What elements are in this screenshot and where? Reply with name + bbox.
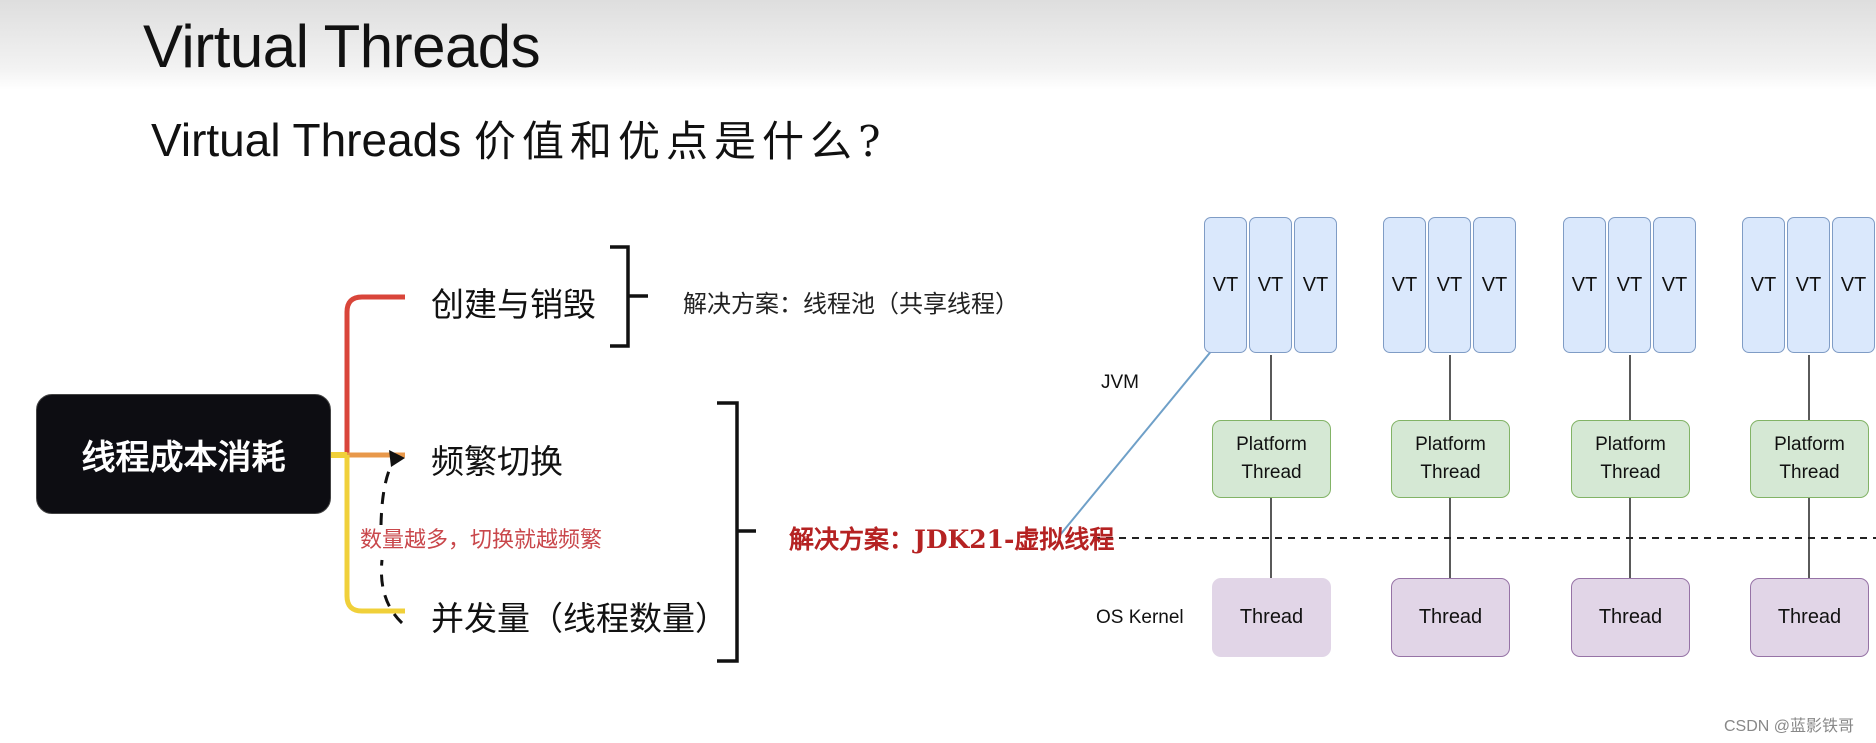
virtual-thread-label: VT [1436, 273, 1463, 296]
bracket-create [610, 245, 648, 348]
platform-thread-label-line2: Thread [1420, 462, 1481, 483]
branch-line-create [344, 294, 405, 455]
virtual-thread-label: VT [1212, 273, 1239, 296]
virtual-thread-cell: VT [1294, 217, 1337, 353]
os-thread-label: Thread [1418, 606, 1483, 628]
platform-thread-label-line1: Platform [1774, 434, 1845, 455]
virtual-thread-cell: VT [1608, 217, 1651, 353]
slide-title: Virtual Threads [143, 13, 541, 80]
os-thread-box: Thread [1391, 578, 1510, 657]
virtual-thread-label: VT [1571, 273, 1598, 296]
virtual-thread-label: VT [1795, 273, 1822, 296]
root-node: 线程成本消耗 [36, 394, 331, 514]
branch-line-concurrency [344, 455, 405, 614]
jvm-layer-label: JVM [1101, 372, 1139, 393]
virtual-thread-cell: VT [1249, 217, 1292, 353]
virtual-thread-label: VT [1750, 273, 1777, 296]
platform-thread-label-line1: Platform [1236, 434, 1307, 455]
dependency-note: 数量越多，切换就越频繁 [360, 527, 603, 552]
platform-thread-label-line2: Thread [1600, 462, 1661, 483]
solution-virtual-threads: 解决方案：JDK21-虚拟线程 [789, 525, 1115, 554]
root-node-label: 线程成本消耗 [81, 438, 286, 477]
os-thread-label: Thread [1239, 606, 1304, 628]
virtual-thread-cell: VT [1204, 217, 1247, 353]
virtual-thread-cell: VT [1473, 217, 1516, 353]
subtitle-en: Virtual Threads [151, 114, 462, 166]
os-thread-box: Thread [1212, 578, 1331, 657]
os-thread-label: Thread [1777, 606, 1842, 628]
dependency-arrow [379, 459, 404, 625]
virtual-thread-label: VT [1840, 273, 1867, 296]
virtual-thread-label: VT [1257, 273, 1284, 296]
virtual-thread-cell: VT [1742, 217, 1785, 353]
virtual-thread-label: VT [1302, 273, 1329, 296]
bracket-switch-concurrency [717, 401, 756, 663]
branch-label-create: 创建与销毁 [431, 286, 596, 323]
virtual-thread-cell: VT [1383, 217, 1426, 353]
platform-thread-label-line2: Thread [1241, 462, 1302, 483]
solution-arrow-line [1059, 337, 1223, 536]
platform-thread-label-line1: Platform [1415, 434, 1486, 455]
virtual-thread-label: VT [1616, 273, 1643, 296]
slide-subtitle: Virtual Threads 价值和优点是什么? [151, 108, 887, 169]
virtual-thread-label: VT [1661, 273, 1688, 296]
os-kernel-layer-label: OS Kernel [1096, 607, 1184, 628]
os-thread-label: Thread [1598, 606, 1663, 628]
virtual-thread-cell: VT [1563, 217, 1606, 353]
virtual-thread-label: VT [1481, 273, 1508, 296]
os-thread-box: Thread [1750, 578, 1869, 657]
platform-thread-label-line2: Thread [1779, 462, 1840, 483]
os-thread-box: Thread [1571, 578, 1690, 657]
virtual-thread-cell: VT [1428, 217, 1471, 353]
virtual-thread-cell: VT [1653, 217, 1696, 353]
subtitle-cn: 价值和优点是什么? [474, 117, 887, 166]
virtual-thread-cell: VT [1787, 217, 1830, 353]
solution-thread-pool: 解决方案：线程池（共享线程） [683, 291, 1019, 318]
branch-label-switch: 频繁切换 [431, 443, 563, 480]
watermark: CSDN @蓝影铁哥 [1724, 718, 1855, 735]
dependency-arrowhead [389, 450, 405, 467]
diagram-link-lines [1270, 355, 1810, 578]
virtual-thread-cell: VT [1832, 217, 1875, 353]
platform-thread-label-line1: Platform [1595, 434, 1666, 455]
branch-label-concurrency: 并发量（线程数量） [431, 600, 728, 637]
header-band [0, 0, 1876, 90]
virtual-thread-label: VT [1391, 273, 1418, 296]
